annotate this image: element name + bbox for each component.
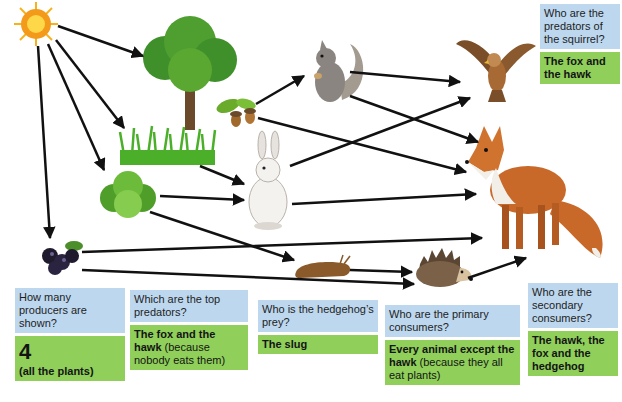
hawk-part xyxy=(484,60,489,64)
squirrel xyxy=(314,40,363,102)
question-text: Who are the secondary consumers? xyxy=(528,283,618,328)
answer-text: (all the plants) xyxy=(19,365,94,377)
fox-part xyxy=(516,207,523,249)
answer-box: The slug xyxy=(258,335,378,354)
answer-text: The hawk, the fox and the hedgehog xyxy=(532,334,605,372)
hedgehog-part xyxy=(416,261,464,287)
fox xyxy=(465,126,603,258)
slug-part xyxy=(295,262,350,278)
fox-part xyxy=(492,168,517,204)
rabbit xyxy=(249,131,287,230)
food-arrows-part xyxy=(82,270,414,284)
answer-box: 4(all the plants) xyxy=(15,336,125,381)
food-arrows-part xyxy=(292,194,476,204)
fox-part xyxy=(468,126,504,172)
squirrel-part xyxy=(320,40,327,50)
question-answer-box: Who are the primary consumers?Every anim… xyxy=(385,305,520,385)
blackberries-part xyxy=(62,258,66,262)
rabbit-part xyxy=(258,131,266,159)
food-arrows xyxy=(38,26,526,284)
question-answer-box: Who are the predators of the squirrel? Th… xyxy=(540,4,620,84)
grass xyxy=(120,126,215,165)
question-answer-box: Who is the hedgehog’s prey? The slug xyxy=(258,300,378,354)
squirrel-part xyxy=(316,48,336,68)
blackberries-part xyxy=(50,252,54,256)
fox-part xyxy=(592,248,601,258)
food-arrows-part xyxy=(350,270,412,272)
tree-part xyxy=(168,48,212,92)
slug-part xyxy=(344,256,350,264)
food-arrows-part xyxy=(290,98,470,166)
sun-part-part xyxy=(20,8,52,40)
blackberries xyxy=(42,241,83,275)
rabbit-part xyxy=(249,177,287,227)
sun-part xyxy=(27,15,45,33)
hedgehog-part xyxy=(456,268,471,282)
answer-box: The fox and the hawk xyxy=(540,52,620,84)
answer-text: The fox and the hawk xyxy=(544,55,606,80)
fox-part xyxy=(484,148,488,152)
question-text: Who are the primary consumers? xyxy=(385,305,520,337)
question-answer-box: Which are the top predators?The fox and … xyxy=(130,290,248,370)
fox-part xyxy=(550,200,603,258)
rabbit-part xyxy=(271,131,279,159)
question-text: Which are the top predators? xyxy=(130,290,248,322)
answer-box: The hawk, the fox and the hedgehog xyxy=(528,331,618,376)
blackberries-part xyxy=(65,249,79,263)
rabbit-part xyxy=(254,222,282,230)
question-text: How many producers are shown? xyxy=(15,288,125,333)
fox-part xyxy=(552,203,559,245)
food-arrows-part xyxy=(38,46,50,238)
hawk-part xyxy=(488,90,506,102)
answer-text: 4 xyxy=(19,339,121,365)
grass-part xyxy=(120,150,215,165)
food-arrows-part xyxy=(468,258,526,278)
food-arrows-part xyxy=(82,238,482,252)
food-arrows-part xyxy=(58,26,143,56)
answer-box: The fox and the hawk (because nobody eat… xyxy=(130,325,248,370)
squirrel-part xyxy=(315,62,345,102)
question-text: Who is the hedgehog’s prey? xyxy=(258,300,378,332)
rabbit-part xyxy=(256,158,280,182)
hedgehog-part xyxy=(461,271,464,274)
fox-part xyxy=(465,160,469,164)
fox-part xyxy=(468,162,494,180)
blackberries-part xyxy=(48,261,62,275)
acorns-part xyxy=(230,111,242,117)
fox-part xyxy=(502,205,509,249)
food-arrows-part xyxy=(200,166,244,184)
fox-part xyxy=(538,205,545,249)
question-answer-box: How many producers are shown?4(all the p… xyxy=(15,288,125,381)
answer-text: The slug xyxy=(262,338,307,350)
squirrel-part xyxy=(314,73,322,79)
food-arrows-part xyxy=(160,196,244,200)
hawk-part xyxy=(487,53,501,67)
sun xyxy=(14,2,58,46)
food-arrows-part xyxy=(150,212,294,260)
acorns-part xyxy=(244,108,256,114)
lettuce xyxy=(100,171,156,218)
food-arrows-part xyxy=(350,72,460,82)
acorns xyxy=(215,96,257,127)
sun-part-part xyxy=(20,8,52,40)
slug-part xyxy=(340,255,343,264)
food-arrows-part xyxy=(256,76,304,104)
lettuce-part xyxy=(114,190,142,218)
hedgehog xyxy=(416,248,473,287)
question-text: Who are the predators of the squirrel? xyxy=(540,4,620,49)
answer-box: Every animal except the hawk (because th… xyxy=(385,340,520,385)
food-arrows-part xyxy=(48,44,104,170)
squirrel-part xyxy=(320,54,323,57)
rabbit-part xyxy=(262,166,265,169)
hawk xyxy=(456,40,536,102)
question-answer-box: Who are the secondary consumers? The hawk… xyxy=(528,283,618,376)
slug xyxy=(295,255,350,278)
grass-part xyxy=(120,126,215,155)
sun-part xyxy=(21,9,51,39)
sun-part xyxy=(14,2,58,46)
